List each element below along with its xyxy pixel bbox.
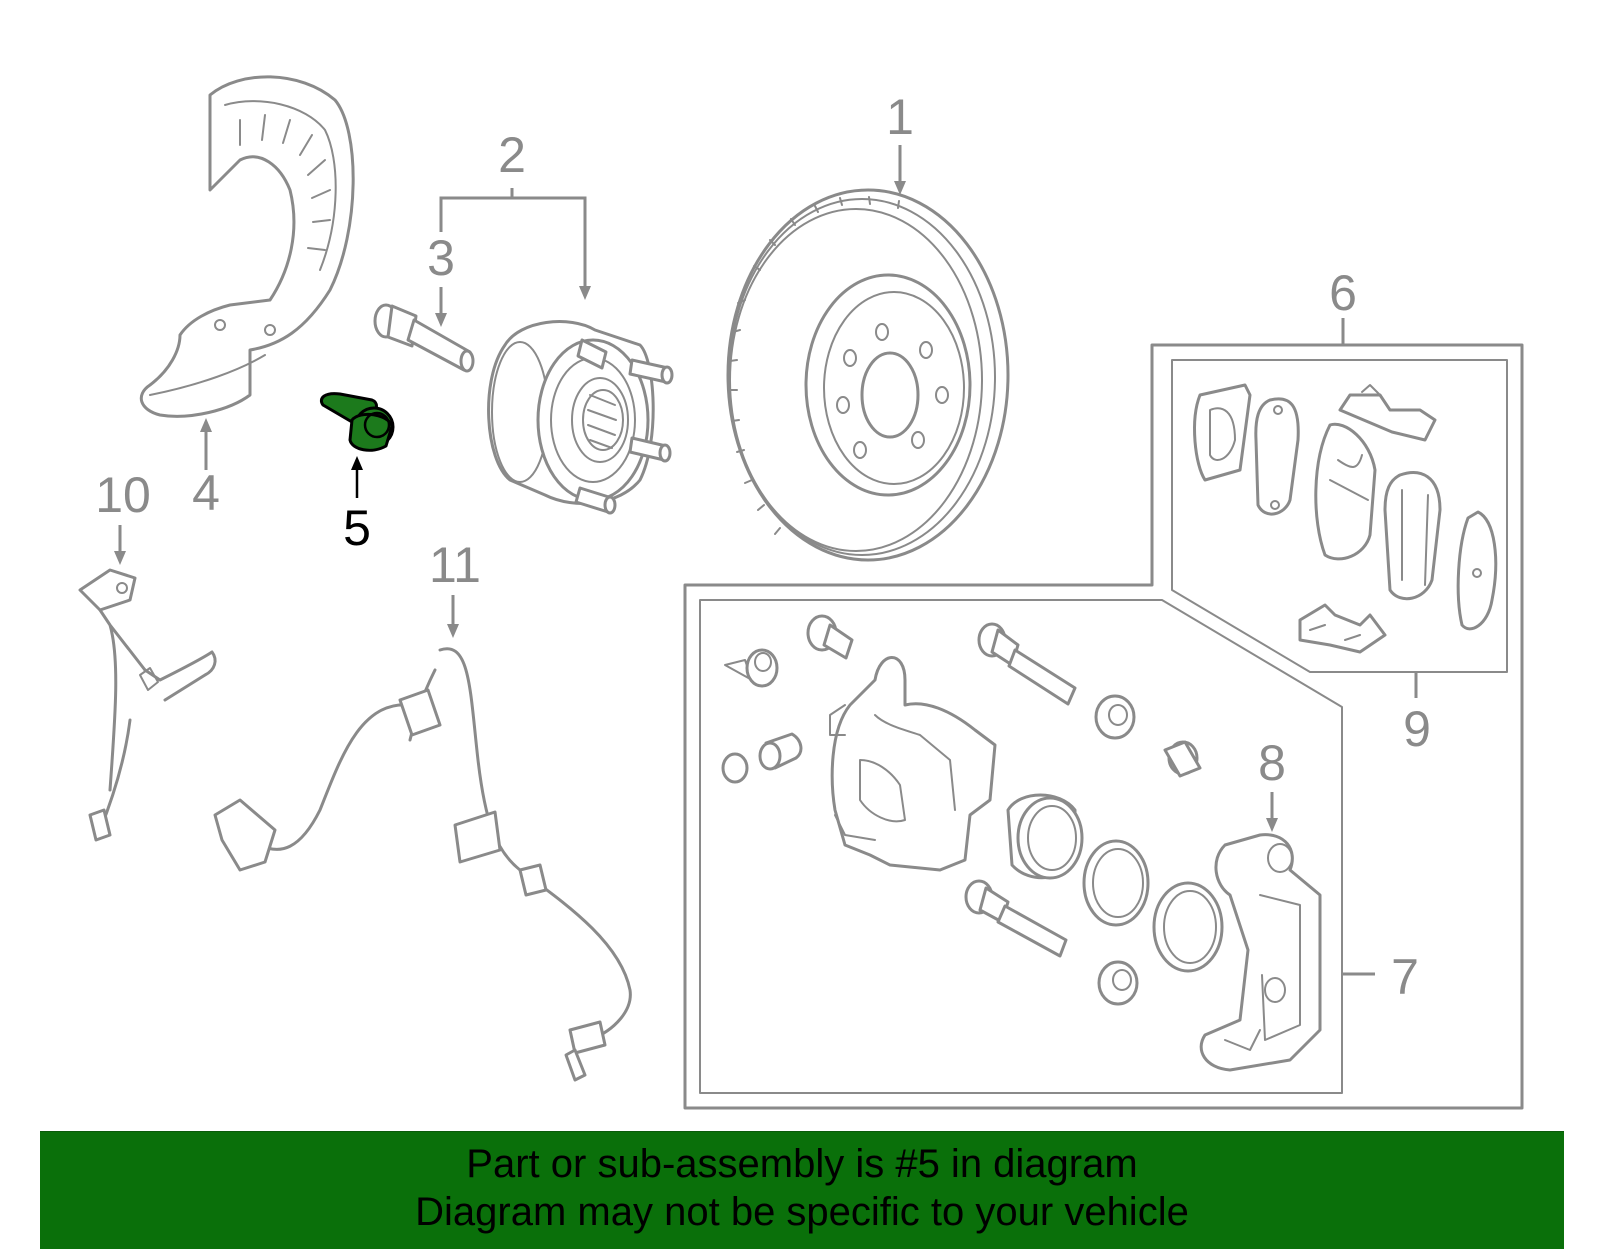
brake-pads-part[interactable]: [1193, 383, 1498, 631]
callout-7: 7: [1391, 949, 1419, 1005]
wheel-stud-part[interactable]: [373, 303, 475, 373]
banner-disclaimer-text: Diagram may not be specific to your vehi…: [415, 1190, 1189, 1234]
callout-10: 10: [95, 467, 151, 523]
callout-8: 8: [1258, 735, 1286, 791]
wheel-hub-part[interactable]: [487, 320, 674, 515]
pad-clips-part[interactable]: [1298, 384, 1437, 654]
caliper-small-parts[interactable]: [721, 614, 1202, 1006]
callout-1: 1: [886, 89, 914, 145]
callout-11: 11: [429, 537, 481, 593]
caliper-kit-outer-box: [683, 343, 1524, 1110]
sensor-harness-part[interactable]: [78, 568, 217, 842]
caliper-piston-part[interactable]: [1006, 793, 1084, 880]
callout-4: 4: [192, 465, 220, 521]
bolt-part-highlighted[interactable]: [319, 392, 395, 452]
callout-3: 3: [427, 230, 455, 286]
callout-2: 2: [498, 127, 526, 183]
callout-6: 6: [1329, 265, 1357, 321]
abs-sensor-cable-part[interactable]: [213, 647, 632, 1082]
info-banner: Part or sub-assembly is #5 in diagram Di…: [40, 1131, 1564, 1249]
banner-part-reference-text: Part or sub-assembly is #5 in diagram: [466, 1142, 1138, 1186]
brake-rotor-part[interactable]: [726, 188, 1010, 562]
pad-kit-box: [1171, 359, 1508, 673]
piston-seals-part[interactable]: [1082, 839, 1224, 973]
caliper-kit-inner-box: [699, 599, 1343, 1094]
callout-9: 9: [1403, 701, 1431, 757]
caliper-bracket-part[interactable]: [1199, 833, 1322, 1072]
dust-shield-part[interactable]: [139, 75, 355, 418]
caliper-housing-part[interactable]: [829, 656, 997, 872]
callout-5: 5: [343, 500, 371, 556]
